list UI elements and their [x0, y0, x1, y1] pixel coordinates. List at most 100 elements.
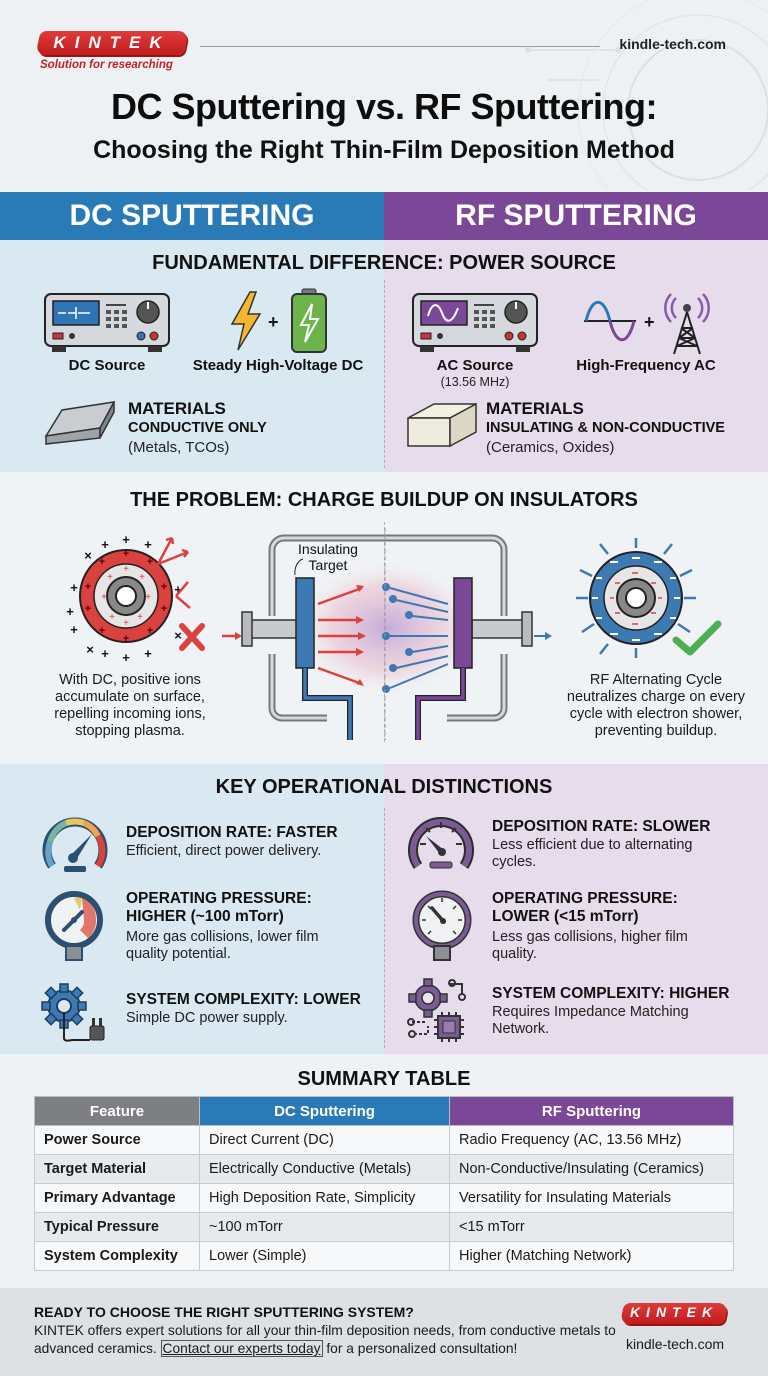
- table-row: Target Material Electrically Conductive …: [34, 1154, 734, 1184]
- ac-source-label: AC Source: [436, 357, 514, 374]
- summary-table: Feature DC Sputtering RF Sputtering Powe…: [34, 1096, 734, 1271]
- contact-experts-link[interactable]: Contact our experts today: [160, 1340, 323, 1357]
- rf-column-header: RF SPUTTERING: [384, 192, 768, 240]
- dc-materials-heading: MATERIALS: [128, 399, 226, 418]
- dc-source-label: DC Source: [68, 357, 146, 374]
- charged-target-dc-icon: ++++++++++ ++++++++ +++++++×××+++: [66, 532, 205, 665]
- rf-solution-caption: RF Alternating Cycle neutralizes charge …: [566, 672, 746, 739]
- header-feature: Feature: [34, 1096, 200, 1126]
- header-divider: [200, 46, 600, 47]
- ac-source-frequency: (13.56 MHz): [440, 375, 510, 389]
- rf-materials-examples: (Ceramics, Oxides): [486, 439, 615, 456]
- svg-text:+: +: [123, 618, 129, 629]
- header: KINTEK Solution for researching kindle-t…: [0, 0, 768, 190]
- svg-text:+: +: [123, 548, 129, 560]
- sputtering-chamber-diagram: [222, 528, 552, 740]
- svg-text:+: +: [144, 537, 152, 552]
- kintek-logo[interactable]: KINTEK: [35, 31, 189, 59]
- svg-text:+: +: [147, 556, 153, 568]
- row-rf-value: Versatility for Insulating Materials: [449, 1183, 734, 1213]
- circuit-decoration-icon: [525, 0, 768, 190]
- logo-text: KINTEK: [629, 1304, 719, 1320]
- summary-table-title: SUMMARY TABLE: [297, 1068, 471, 1090]
- table-row: System Complexity Lower (Simple) Higher …: [34, 1241, 734, 1271]
- battery-icon: [291, 288, 327, 353]
- dc-deposition-rate-heading: DEPOSITION RATE: FASTER: [126, 824, 338, 841]
- svg-text:+: +: [123, 633, 129, 645]
- dc-problem-caption: With DC, positive ions accumulate on sur…: [54, 672, 206, 739]
- svg-text:+: +: [145, 592, 151, 603]
- tagline: Solution for researching: [40, 59, 173, 71]
- svg-text:×: ×: [84, 548, 92, 563]
- svg-text:+: +: [147, 625, 153, 637]
- table-row: Power Source Direct Current (DC) Radio F…: [34, 1125, 734, 1155]
- svg-text:+: +: [161, 581, 167, 593]
- dc-power-supply-icon: [44, 293, 170, 352]
- sine-wave-icon: [584, 300, 636, 342]
- svg-text:+: +: [107, 572, 113, 583]
- gear-chip-icon: [407, 978, 466, 1042]
- rf-pressure-heading: OPERATING PRESSURE: LOWER (<15 mTorr): [492, 890, 678, 925]
- footer-text: KINTEK offers expert solutions for all y…: [34, 1323, 616, 1357]
- metal-bar-icon: [44, 401, 116, 445]
- site-url-link[interactable]: kindle-tech.com: [619, 36, 726, 52]
- svg-text:+: +: [101, 537, 109, 552]
- svg-text:+: +: [66, 604, 74, 619]
- radio-tower-icon: [664, 293, 710, 355]
- row-rf-value: Non-Conductive/Insulating (Ceramics): [449, 1154, 734, 1184]
- plus-sign: +: [268, 312, 279, 332]
- svg-text:+: +: [70, 580, 78, 595]
- svg-text:×: ×: [174, 628, 182, 643]
- dc-voltage-label: Steady High-Voltage DC: [192, 357, 364, 374]
- dc-complexity-heading: SYSTEM COMPLEXITY: LOWER: [126, 991, 361, 1008]
- rf-deposition-rate-text: Less efficient due to alternating cycles…: [492, 837, 693, 870]
- header-rf: RF Sputtering: [449, 1096, 734, 1126]
- insulating-target-label: Insulating Target: [298, 541, 358, 573]
- rf-pressure-text: Less gas collisions, higher film quality…: [492, 929, 688, 962]
- rf-deposition-rate-heading: DEPOSITION RATE: SLOWER: [492, 818, 711, 835]
- row-dc-value: Lower (Simple): [199, 1241, 450, 1271]
- rf-complexity-heading: SYSTEM COMPLEXITY: HIGHER: [492, 985, 730, 1002]
- neutralized-target-rf-icon: [576, 538, 722, 658]
- problem-title: THE PROBLEM: CHARGE BUILDUP ON INSULATOR…: [130, 489, 638, 511]
- svg-text:+: +: [85, 603, 91, 615]
- footer-heading: READY TO CHOOSE THE RIGHT SPUTTERING SYS…: [34, 1304, 414, 1320]
- table-row: Primary Advantage High Deposition Rate, …: [34, 1183, 734, 1213]
- svg-text:+: +: [123, 564, 129, 575]
- svg-text:+: +: [85, 581, 91, 593]
- svg-text:+: +: [109, 612, 115, 623]
- dc-deposition-rate-text: Efficient, direct power delivery.: [126, 843, 322, 859]
- column-divider: [384, 280, 385, 468]
- svg-text:+: +: [144, 646, 152, 661]
- row-dc-value: Electrically Conductive (Metals): [199, 1154, 450, 1184]
- row-feature: Target Material: [34, 1154, 200, 1184]
- dc-complexity-text: Simple DC power supply.: [126, 1010, 288, 1026]
- svg-text:+: +: [137, 612, 143, 623]
- plus-sign: +: [644, 312, 655, 332]
- row-dc-value: ~100 mTorr: [199, 1212, 450, 1242]
- header-dc: DC Sputtering: [199, 1096, 450, 1126]
- svg-text:+: +: [101, 646, 109, 661]
- pressure-gauge-high-icon: [45, 891, 103, 961]
- table-header-row: Feature DC Sputtering RF Sputtering: [34, 1096, 734, 1126]
- row-dc-value: High Deposition Rate, Simplicity: [199, 1183, 450, 1213]
- gear-plug-icon: [41, 983, 105, 1042]
- svg-text:+: +: [70, 622, 78, 637]
- power-source-title: FUNDAMENTAL DIFFERENCE: POWER SOURCE: [152, 252, 616, 274]
- rf-frequency-label: High-Frequency AC: [576, 357, 716, 374]
- row-feature: System Complexity: [34, 1241, 200, 1271]
- footer-kintek-logo[interactable]: KINTEK: [619, 1303, 730, 1325]
- dc-materials-type: CONDUCTIVE ONLY: [128, 420, 267, 436]
- pressure-gauge-low-icon: [412, 890, 472, 961]
- svg-text:+: +: [101, 592, 107, 603]
- speedometer-fast-icon: [42, 817, 108, 872]
- row-rf-value: Radio Frequency (AC, 13.56 MHz): [449, 1125, 734, 1155]
- svg-text:+: +: [99, 625, 105, 637]
- page-title: DC Sputtering vs. RF Sputtering:: [111, 86, 658, 127]
- dc-pressure-heading: OPERATING PRESSURE: HIGHER (~100 mTorr): [126, 890, 312, 925]
- speedometer-slow-icon: [408, 817, 474, 869]
- ceramic-block-icon: [407, 402, 477, 448]
- rf-complexity-text: Requires Impedance Matching Network.: [492, 1004, 689, 1037]
- footer-site-url-link[interactable]: kindle-tech.com: [626, 1336, 725, 1352]
- row-feature: Typical Pressure: [34, 1212, 200, 1242]
